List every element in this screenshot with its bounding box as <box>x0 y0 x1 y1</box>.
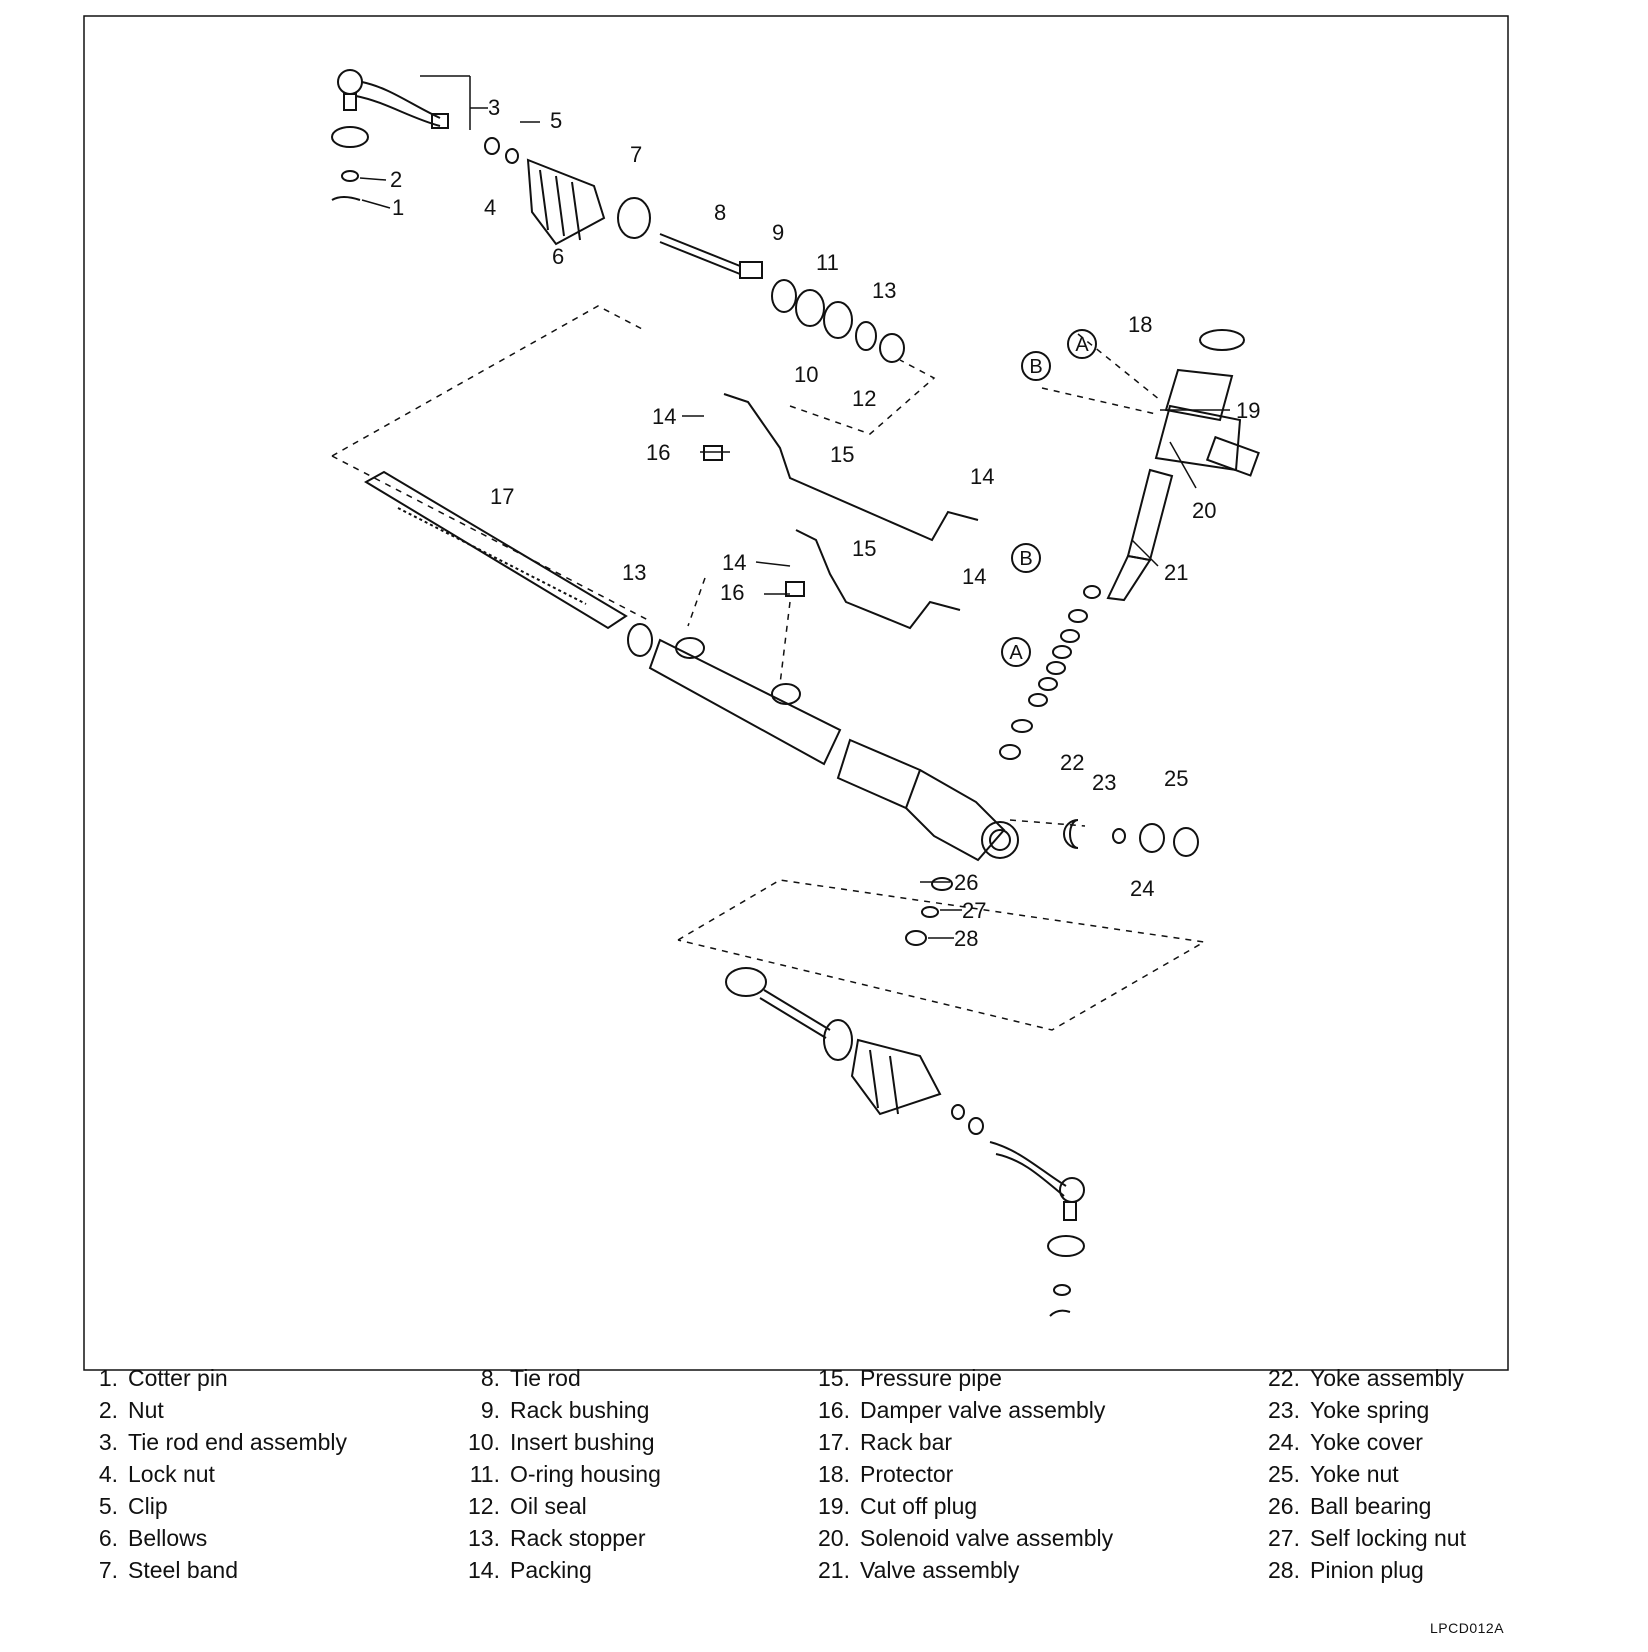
svg-text:27: 27 <box>962 898 986 923</box>
legend-item: 4.Lock nut <box>98 1461 215 1487</box>
lower-tie-rod-parts <box>725 967 1085 1317</box>
legend-column-3: 15.Pressure pipe 16.Damper valve assembl… <box>804 1362 1113 1586</box>
legend-item: 21.Valve assembly <box>818 1557 1020 1583</box>
legend-item: 25.Yoke nut <box>1268 1461 1399 1487</box>
callout-labels: 1 2 3 4 5 6 7 8 9 10 11 12 13 13 14 14 1… <box>390 95 1260 951</box>
svg-text:12: 12 <box>852 386 876 411</box>
svg-text:25: 25 <box>1164 766 1188 791</box>
rack-and-housing <box>364 470 1019 862</box>
svg-text:2: 2 <box>390 167 402 192</box>
diagram-frame <box>83 15 1509 1371</box>
svg-text:16: 16 <box>646 440 670 465</box>
pressure-pipes <box>703 393 979 630</box>
svg-text:5: 5 <box>550 108 562 133</box>
legend-item: 6.Bellows <box>98 1525 208 1551</box>
legend-item: 26.Ball bearing <box>1268 1493 1432 1519</box>
svg-text:24: 24 <box>1130 876 1154 901</box>
svg-text:15: 15 <box>852 536 876 561</box>
svg-text:13: 13 <box>622 560 646 585</box>
figure-code: LPCD012A <box>1430 1620 1505 1636</box>
connector-markers: A B B A <box>1001 329 1097 667</box>
connector-a-top <box>1067 329 1097 359</box>
legend-item: 20.Solenoid valve assembly <box>818 1525 1114 1551</box>
svg-text:14: 14 <box>962 564 986 589</box>
svg-text:10: 10 <box>794 362 818 387</box>
svg-text:18: 18 <box>1128 312 1152 337</box>
svg-text:A: A <box>1075 334 1089 356</box>
legend-column-4: 22.Yoke assembly 23.Yoke spring 24.Yoke … <box>1254 1362 1466 1586</box>
legend-item: 12.Oil seal <box>468 1493 587 1519</box>
legend-item: 5.Clip <box>98 1493 168 1519</box>
legend-item: 15.Pressure pipe <box>818 1365 1002 1391</box>
connector-a-pipe <box>1001 637 1031 667</box>
legend-item: 13.Rack stopper <box>468 1525 646 1551</box>
yoke-parts <box>905 819 1199 946</box>
legend-item: 17.Rack bar <box>818 1429 953 1455</box>
svg-text:A: A <box>1009 642 1023 664</box>
legend-item: 28.Pinion plug <box>1268 1557 1424 1583</box>
legend-item: 11.O-ring housing <box>469 1461 661 1487</box>
svg-text:B: B <box>1029 356 1042 378</box>
legend-item: 10.Insert bushing <box>468 1429 655 1455</box>
legend-item: 18.Protector <box>818 1461 954 1487</box>
svg-text:4: 4 <box>484 195 496 220</box>
svg-text:14: 14 <box>970 464 994 489</box>
dashed-group-outlines <box>331 305 1207 1031</box>
svg-text:21: 21 <box>1164 560 1188 585</box>
svg-text:3: 3 <box>488 95 500 120</box>
legend-item: 1.Cotter pin <box>98 1365 228 1391</box>
legend-item: 7.Steel band <box>98 1557 238 1583</box>
connector-b-top <box>1021 351 1051 381</box>
legend-item: 16.Damper valve assembly <box>818 1397 1106 1423</box>
svg-text:1: 1 <box>392 195 404 220</box>
svg-text:9: 9 <box>772 220 784 245</box>
legend-item: 2.Nut <box>98 1397 164 1423</box>
svg-text:16: 16 <box>720 580 744 605</box>
legend-column-1: 1.Cotter pin 2.Nut 3.Tie rod end assembl… <box>82 1362 347 1586</box>
svg-text:22: 22 <box>1060 750 1084 775</box>
svg-text:8: 8 <box>714 200 726 225</box>
legend-item: 24.Yoke cover <box>1268 1429 1423 1455</box>
legend-column-2: 8.Tie rod 9.Rack bushing 10.Insert bushi… <box>454 1362 661 1586</box>
legend-item: 9.Rack bushing <box>480 1397 650 1423</box>
connector-b-pipe <box>1011 543 1041 573</box>
leader-lines <box>359 75 1230 939</box>
svg-text:13: 13 <box>872 278 896 303</box>
svg-text:28: 28 <box>954 926 978 951</box>
legend-item: 14.Packing <box>468 1557 592 1583</box>
svg-text:20: 20 <box>1192 498 1216 523</box>
svg-text:26: 26 <box>954 870 978 895</box>
svg-text:17: 17 <box>490 484 514 509</box>
legend-item: 8.Tie rod <box>480 1365 581 1391</box>
svg-text:B: B <box>1019 548 1032 570</box>
legend-item: 22.Yoke assembly <box>1268 1365 1464 1391</box>
svg-text:14: 14 <box>722 550 746 575</box>
legend-item: 27.Self locking nut <box>1268 1525 1466 1551</box>
svg-text:14: 14 <box>652 404 676 429</box>
svg-text:19: 19 <box>1236 398 1260 423</box>
svg-text:15: 15 <box>830 442 854 467</box>
svg-text:6: 6 <box>552 244 564 269</box>
svg-text:7: 7 <box>630 142 642 167</box>
valve-assembly <box>999 329 1260 760</box>
legend-item: 23.Yoke spring <box>1268 1397 1430 1423</box>
upper-tie-rod-parts <box>331 69 905 363</box>
legend-item: 3.Tie rod end assembly <box>98 1429 348 1455</box>
svg-text:11: 11 <box>816 250 839 275</box>
svg-text:23: 23 <box>1092 770 1116 795</box>
legend-item: 19.Cut off plug <box>818 1493 978 1519</box>
